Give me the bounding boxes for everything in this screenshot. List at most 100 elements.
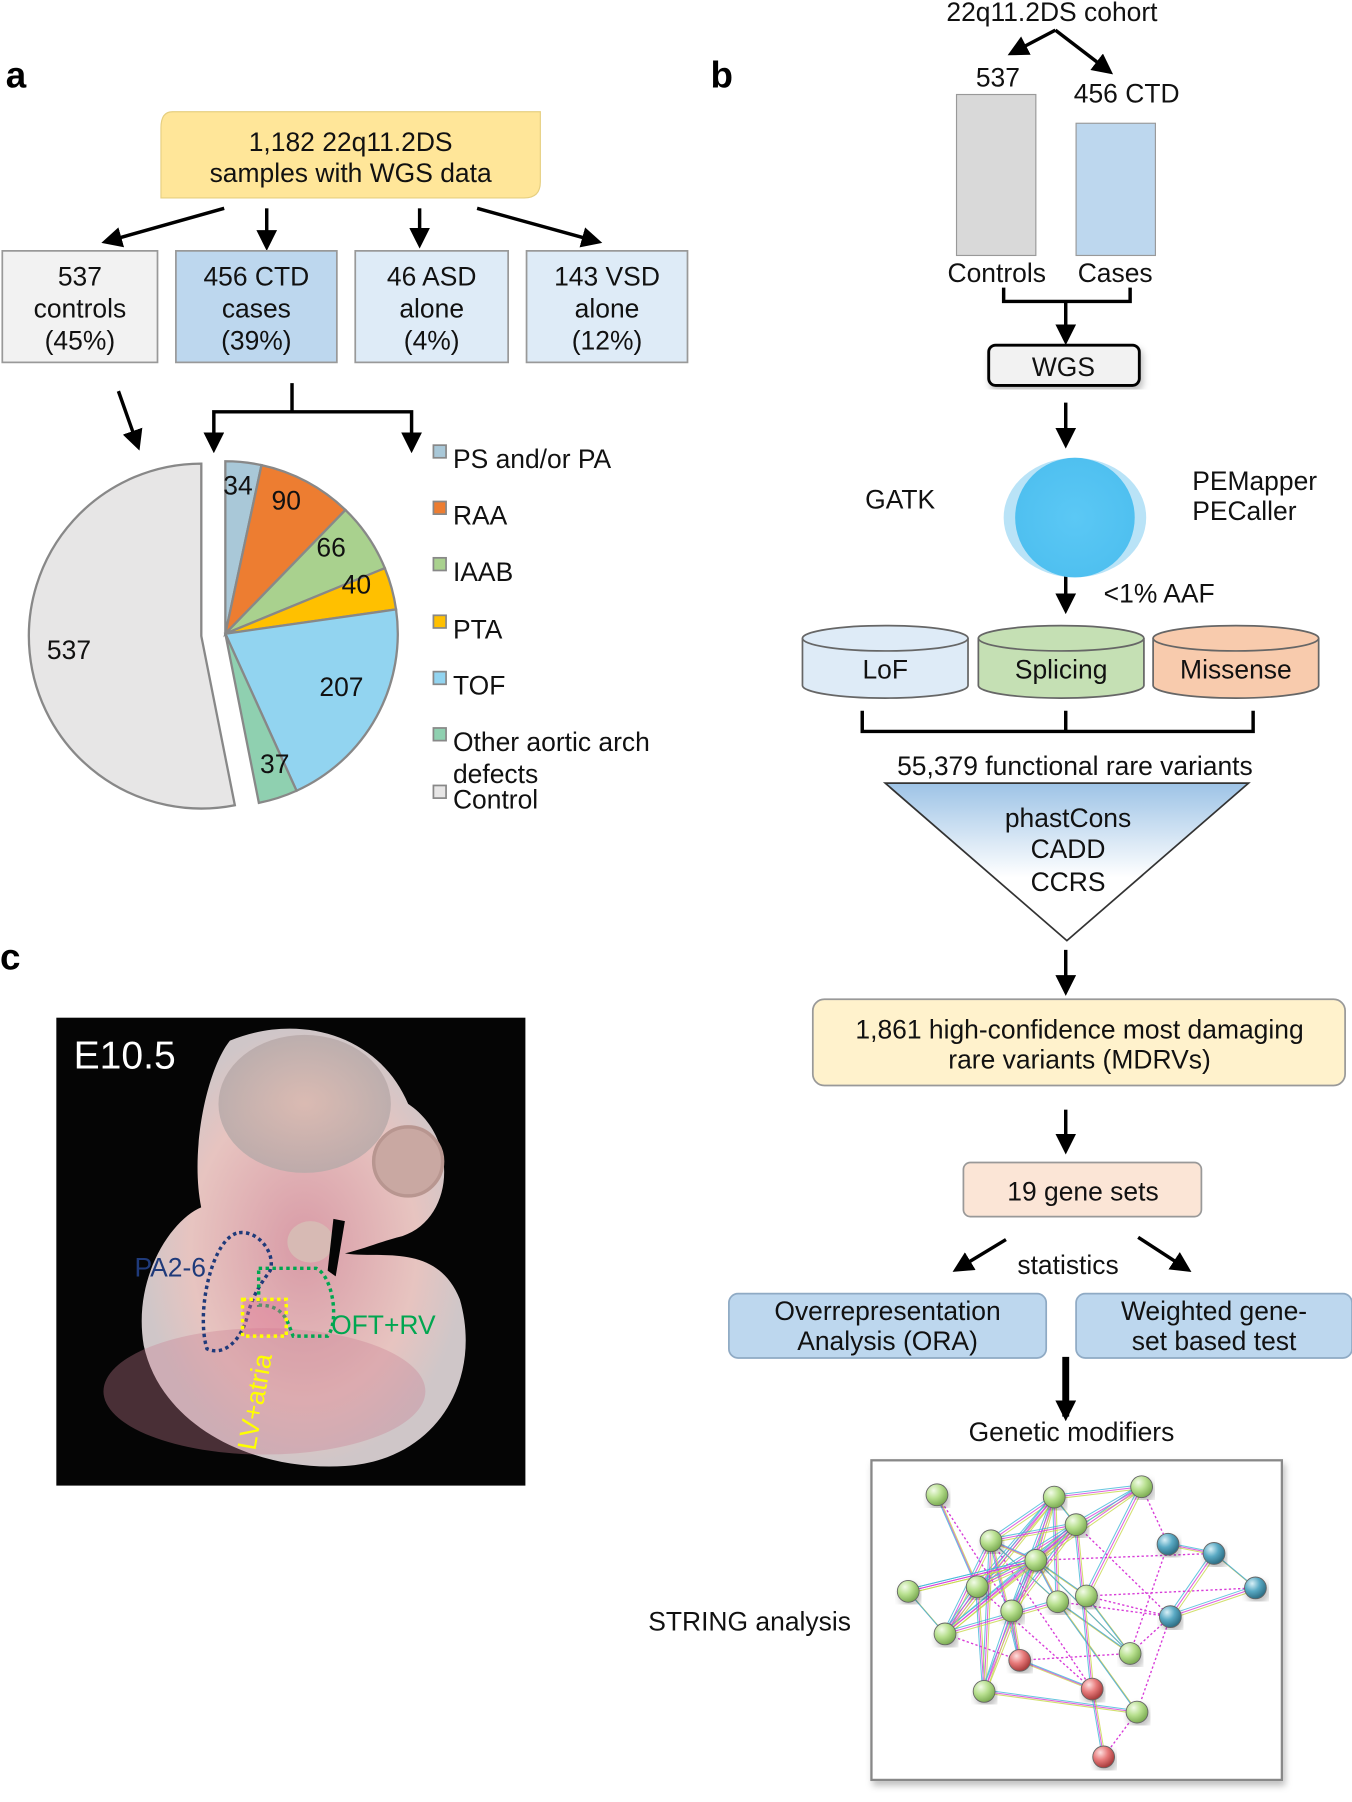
network-edge — [946, 1498, 1057, 1636]
top-box-line1: 1,182 22q11.2DS — [249, 127, 453, 157]
network-edge — [942, 1558, 1035, 1633]
group-box — [1, 250, 159, 364]
network-node — [1158, 1605, 1182, 1629]
network-node — [965, 1575, 989, 1599]
legend-swatch — [432, 556, 447, 572]
network-edge — [1037, 1488, 1144, 1563]
group-text: (45%) — [45, 326, 116, 356]
legend-label: Control — [453, 784, 538, 814]
group-box — [354, 250, 510, 364]
ora-line2: Analysis (ORA) — [797, 1326, 978, 1356]
network-edge — [908, 1559, 1036, 1592]
group-text: (39%) — [221, 326, 292, 356]
mdrv-line1: 1,861 high-confidence most damaging — [855, 1014, 1303, 1044]
filter-ccrs: CCRS — [1031, 867, 1106, 897]
network-edge — [983, 1610, 1013, 1692]
aaf-label: <1% AAF — [1104, 579, 1215, 609]
network-node — [1008, 1648, 1032, 1672]
network-node — [1244, 1576, 1267, 1600]
network-edge — [988, 1538, 1057, 1601]
network-edge-dashed — [1057, 1601, 1171, 1618]
region-oft-rv: OFT+RV — [331, 1310, 436, 1340]
network-node — [1042, 1485, 1066, 1509]
network-node — [979, 1529, 1003, 1553]
genetic-modifiers-label: Genetic modifiers — [969, 1417, 1175, 1447]
panel-b: 22q11.2DS cohort 537 456 CTD Controls Ca… — [648, 0, 1352, 1782]
legend-swatch — [432, 670, 447, 686]
group-box — [525, 250, 689, 364]
cylinder-missense — [1152, 638, 1320, 699]
filter-cadd: CADD — [1031, 834, 1106, 864]
network-edge-dashed — [936, 1494, 1013, 1612]
group-box — [175, 250, 338, 364]
network-edge — [1055, 1599, 1129, 1653]
network-edge-dashed — [1136, 1616, 1172, 1713]
cylinder-label: Splicing — [1015, 655, 1108, 685]
top-box — [160, 111, 541, 199]
network-edge — [990, 1496, 1055, 1542]
network-edge — [1170, 1587, 1256, 1618]
pie-value-label: 90 — [272, 486, 301, 516]
group-text: 143 VSD — [554, 261, 660, 291]
network-edge — [985, 1612, 1014, 1694]
cylinder-splicing — [977, 638, 1145, 699]
network-node — [1202, 1542, 1226, 1565]
legend-label: PTA — [453, 614, 503, 644]
group-text: 537 — [58, 261, 102, 291]
network-edge-dashed — [1086, 1587, 1256, 1597]
cylinder-lof — [801, 638, 969, 699]
network-edge — [1059, 1603, 1133, 1656]
network-node — [1064, 1513, 1088, 1537]
network-node — [1024, 1548, 1048, 1572]
pemapper-label: PEMapper — [1192, 466, 1317, 496]
statistics-label: statistics — [1017, 1250, 1118, 1280]
group-text: controls — [34, 294, 127, 324]
network-edge — [988, 1538, 1019, 1659]
network-edge — [1052, 1484, 1140, 1496]
cases-label: Cases — [1078, 258, 1153, 288]
pie-value-label: 207 — [319, 672, 363, 702]
panel-label-a: a — [6, 55, 27, 96]
stage-label: E10.5 — [74, 1034, 176, 1077]
network-edge-dashed — [944, 1633, 1020, 1662]
pie-value-label: 34 — [223, 471, 252, 501]
network-edge — [992, 1498, 1057, 1543]
weighted-box — [1075, 1292, 1352, 1359]
network-edge — [906, 1558, 1035, 1591]
mdrv-box — [811, 998, 1346, 1087]
controls-label: Controls — [948, 258, 1046, 288]
ora-line1: Overrepresentation — [774, 1296, 1000, 1326]
network-edge — [1055, 1599, 1136, 1711]
ora-box — [728, 1292, 1048, 1359]
cases-count: 456 CTD — [1074, 79, 1180, 109]
network-edge — [1168, 1551, 1213, 1616]
network-node — [1156, 1532, 1180, 1556]
legend-label: RAA — [453, 500, 508, 530]
network-edge — [982, 1689, 1136, 1711]
controls-bar — [955, 93, 1037, 257]
legend-swatch — [432, 784, 447, 799]
network-edge — [1171, 1554, 1217, 1619]
panel-label-b: b — [710, 55, 732, 96]
network-edge — [1085, 1486, 1143, 1597]
pie-slice-control — [27, 462, 237, 810]
network-node — [933, 1622, 957, 1646]
network-edge — [944, 1601, 1058, 1635]
wgs-box — [987, 343, 1141, 387]
network-edge-dashed — [1075, 1524, 1171, 1618]
string-network — [896, 1475, 1267, 1769]
network-edge — [1054, 1486, 1142, 1498]
network-edge — [974, 1585, 983, 1690]
network-node — [1075, 1584, 1098, 1608]
network-edge — [975, 1522, 1075, 1586]
network-edge-dashed — [1086, 1595, 1171, 1618]
network-edge — [1169, 1553, 1215, 1617]
wgs-label: WGS — [1032, 352, 1095, 382]
network-edge — [1058, 1603, 1140, 1715]
mdrv-line2: rare variants (MDRVs) — [948, 1044, 1210, 1074]
gene-sets-box — [962, 1161, 1203, 1218]
network-edge — [988, 1494, 1053, 1540]
network-edge — [944, 1559, 1037, 1635]
network-edge — [985, 1542, 994, 1694]
legend-swatch — [432, 444, 447, 459]
